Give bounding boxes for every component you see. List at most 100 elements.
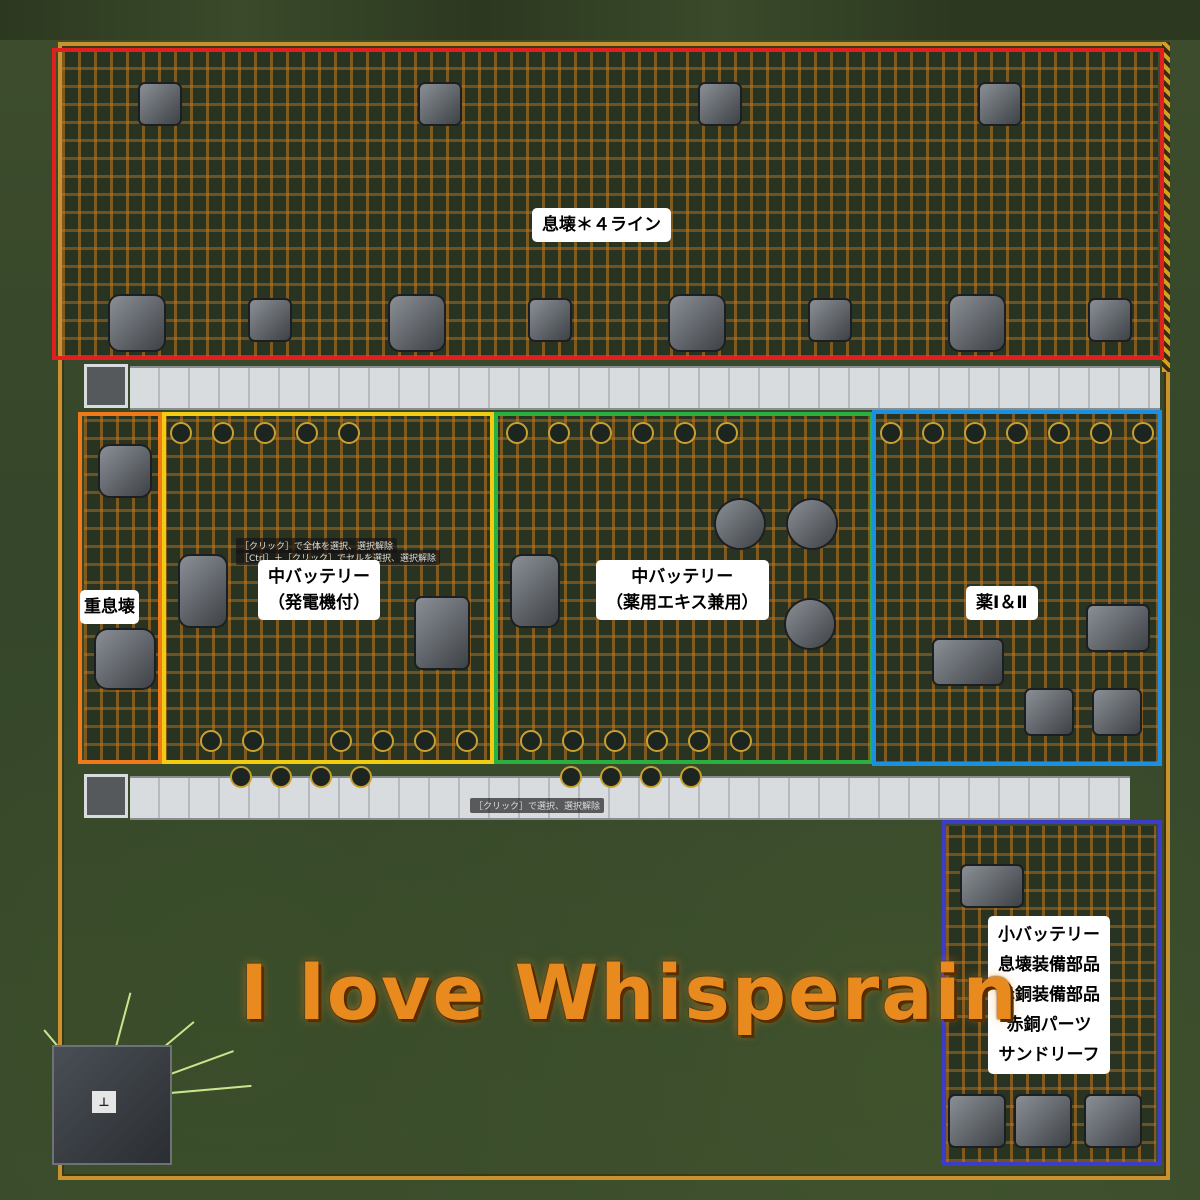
label-blue-zone: 薬Ⅰ＆Ⅱ xyxy=(966,586,1038,620)
resource-node[interactable] xyxy=(170,422,192,444)
zone-blue[interactable] xyxy=(872,410,1162,766)
mining-machine[interactable] xyxy=(1016,1096,1070,1146)
heaven-machine[interactable] xyxy=(390,296,444,350)
resource-node[interactable] xyxy=(372,730,394,752)
label-indigo-line-1: 小バッテリー xyxy=(998,925,1100,945)
label-blue-text: 薬Ⅰ＆Ⅱ xyxy=(976,593,1028,613)
resource-node[interactable] xyxy=(590,422,612,444)
label-green-line-1: 中バッテリー xyxy=(631,567,734,587)
chem-machine[interactable] xyxy=(786,600,834,648)
planter-machine[interactable] xyxy=(250,300,290,340)
resource-node[interactable] xyxy=(520,730,542,752)
banner-text: I love Whisperain xyxy=(240,938,1017,1048)
resource-node[interactable] xyxy=(964,422,986,444)
resource-node[interactable] xyxy=(1132,422,1154,444)
planter-machine[interactable] xyxy=(1086,1096,1140,1146)
label-red-text: 息壊＊４ライン xyxy=(542,215,661,235)
resource-node[interactable] xyxy=(200,730,222,752)
heaven-machine[interactable] xyxy=(670,296,724,350)
label-red-zone: 息壊＊４ライン xyxy=(532,208,671,242)
research-machine[interactable] xyxy=(140,84,180,124)
pack-machine[interactable] xyxy=(962,866,1022,906)
label-green-zone: 中バッテリー （薬用エキス兼用） xyxy=(596,560,769,620)
large-machine[interactable] xyxy=(416,598,468,668)
label-indigo-line-2: 息壊装備部品 xyxy=(998,955,1100,975)
resource-node[interactable] xyxy=(310,766,332,788)
label-indigo-zone: 小バッテリー 息壊装備部品 赤銅装備部品 赤銅パーツ サンドリーフ xyxy=(988,916,1110,1074)
compressor-machine[interactable] xyxy=(100,446,150,496)
zone-indigo[interactable] xyxy=(942,820,1162,1166)
research-machine[interactable] xyxy=(980,84,1020,124)
landing-pad-upper[interactable] xyxy=(84,364,128,408)
click-select-tooltip: ［クリック］で選択、選択解除 xyxy=(470,798,605,813)
resource-node[interactable] xyxy=(1090,422,1112,444)
landing-platform-icon: ⊥ xyxy=(92,1091,116,1113)
terrain-strip xyxy=(0,0,1200,40)
zone-orange[interactable] xyxy=(78,412,162,764)
landing-pad-lower[interactable] xyxy=(84,774,128,818)
pack-machine[interactable] xyxy=(934,640,1002,684)
label-green-line-2: （薬用エキス兼用） xyxy=(606,593,759,613)
corridor-lower xyxy=(130,776,1130,820)
chem-machine[interactable] xyxy=(788,500,836,548)
label-yellow-line-1: 中バッテリー xyxy=(268,567,370,587)
resource-node[interactable] xyxy=(562,730,584,752)
resource-node[interactable] xyxy=(270,766,292,788)
resource-node[interactable] xyxy=(414,730,436,752)
resource-node[interactable] xyxy=(688,730,710,752)
resource-node[interactable] xyxy=(880,422,902,444)
resource-node[interactable] xyxy=(604,730,626,752)
label-orange-text: 重息壊 xyxy=(84,597,135,617)
resource-node[interactable] xyxy=(922,422,944,444)
resource-node[interactable] xyxy=(646,730,668,752)
planter-machine[interactable] xyxy=(810,300,850,340)
resource-node[interactable] xyxy=(716,422,738,444)
resource-node[interactable] xyxy=(560,766,582,788)
chem-machine[interactable] xyxy=(716,500,764,548)
label-indigo-line-5: サンドリーフ xyxy=(998,1045,1100,1065)
landing-platform[interactable]: ⊥ xyxy=(52,1045,172,1165)
banner-text-content: I love Whisperain xyxy=(240,948,1019,1037)
resource-node[interactable] xyxy=(730,730,752,752)
resource-node[interactable] xyxy=(212,422,234,444)
heaven-machine[interactable] xyxy=(110,296,164,350)
research-machine[interactable] xyxy=(700,84,740,124)
resource-node[interactable] xyxy=(600,766,622,788)
base-edge-hazard xyxy=(1162,42,1170,372)
planter-machine[interactable] xyxy=(530,300,570,340)
base-boundary xyxy=(58,42,1170,1180)
label-indigo-line-3: 赤銅装備部品 xyxy=(998,985,1100,1005)
select-all-tooltip: ［クリック］で全体を選択、選択解除 xyxy=(236,538,398,553)
planter-machine[interactable] xyxy=(1026,690,1072,734)
resource-node[interactable] xyxy=(330,730,352,752)
resource-node[interactable] xyxy=(242,730,264,752)
resource-node[interactable] xyxy=(254,422,276,444)
resource-node[interactable] xyxy=(632,422,654,444)
corridor-upper xyxy=(130,366,1160,410)
label-yellow-line-2: （発電機付） xyxy=(268,593,370,613)
resource-node[interactable] xyxy=(1048,422,1070,444)
planter-machine[interactable] xyxy=(950,1096,1004,1146)
research-machine[interactable] xyxy=(420,84,460,124)
resource-node[interactable] xyxy=(1006,422,1028,444)
resource-node[interactable] xyxy=(456,730,478,752)
refiner-machine[interactable] xyxy=(96,630,154,688)
planter-machine[interactable] xyxy=(1090,300,1130,340)
resource-node[interactable] xyxy=(640,766,662,788)
resource-node[interactable] xyxy=(674,422,696,444)
packer-machine[interactable] xyxy=(512,556,558,626)
resource-node[interactable] xyxy=(680,766,702,788)
resource-node[interactable] xyxy=(350,766,372,788)
zone-yellow[interactable] xyxy=(162,412,494,764)
pack-machine[interactable] xyxy=(1088,606,1148,650)
zone-red[interactable] xyxy=(52,48,1164,360)
resource-node[interactable] xyxy=(338,422,360,444)
resource-node[interactable] xyxy=(506,422,528,444)
mining-machine[interactable] xyxy=(1094,690,1140,734)
resource-node[interactable] xyxy=(230,766,252,788)
resource-node[interactable] xyxy=(296,422,318,444)
heaven-machine[interactable] xyxy=(950,296,1004,350)
resource-node[interactable] xyxy=(548,422,570,444)
packer-machine[interactable] xyxy=(180,556,226,626)
